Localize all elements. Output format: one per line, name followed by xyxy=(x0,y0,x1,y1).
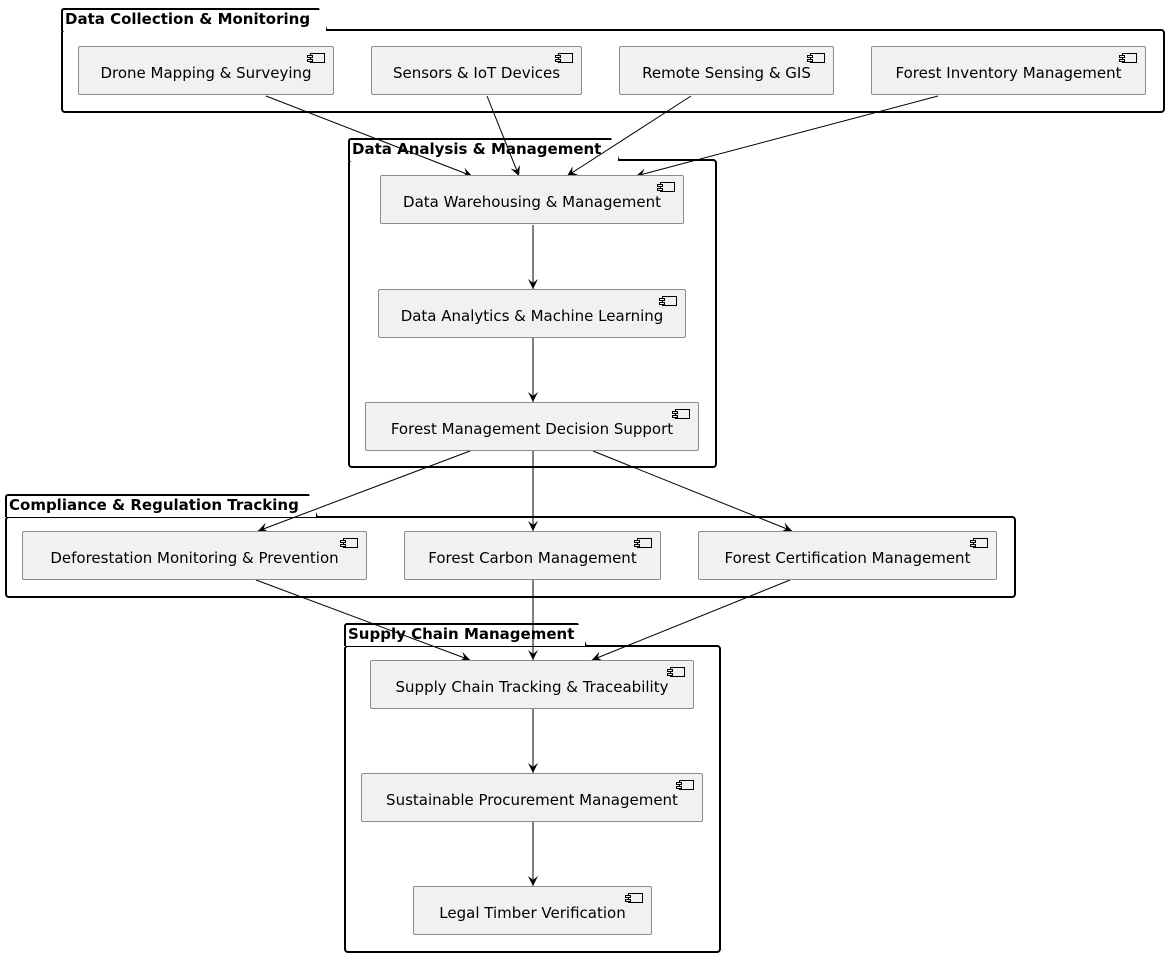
arrowhead-icon xyxy=(528,763,538,773)
arrowhead-icon xyxy=(592,651,604,661)
component-icon xyxy=(970,538,988,548)
component-forest-carbon-management[interactable]: Forest Carbon Management xyxy=(404,531,661,580)
arrowhead-icon xyxy=(510,164,520,176)
component-deforestation-monitoring-prevention[interactable]: Deforestation Monitoring & Prevention xyxy=(22,531,367,580)
arrowhead-icon xyxy=(460,167,472,177)
component-label: Forest Inventory Management xyxy=(895,64,1122,82)
component-legal-timber-verification[interactable]: Legal Timber Verification xyxy=(413,886,652,935)
component-label: Deforestation Monitoring & Prevention xyxy=(50,549,339,567)
component-drone-mapping-surveying[interactable]: Drone Mapping & Surveying xyxy=(78,46,334,95)
component-icon xyxy=(672,409,690,419)
component-icon xyxy=(307,53,325,63)
component-data-analytics-machine-learning[interactable]: Data Analytics & Machine Learning xyxy=(378,289,686,338)
component-icon xyxy=(340,538,358,548)
arrowhead-icon xyxy=(528,279,538,289)
component-label: Forest Management Decision Support xyxy=(390,420,674,438)
component-sustainable-procurement-management[interactable]: Sustainable Procurement Management xyxy=(361,773,703,822)
connector-decision-to-deforestation xyxy=(257,450,471,532)
connector-decision-to-certification xyxy=(592,450,793,532)
component-label: Sustainable Procurement Management xyxy=(386,791,678,809)
component-label: Drone Mapping & Surveying xyxy=(100,64,312,82)
component-label: Supply Chain Tracking & Traceability xyxy=(395,678,669,696)
connector-deforestation-to-tracking xyxy=(255,579,471,661)
arrowhead-icon xyxy=(567,166,579,176)
connector-certification-to-tracking xyxy=(591,579,791,661)
component-supply-chain-tracking-traceability[interactable]: Supply Chain Tracking & Traceability xyxy=(370,660,694,709)
connector-remote-to-warehousing xyxy=(566,95,692,177)
package-title: Supply Chain Management xyxy=(348,625,575,643)
component-icon xyxy=(625,893,643,903)
component-forest-inventory-management[interactable]: Forest Inventory Management xyxy=(871,46,1146,95)
component-label: Legal Timber Verification xyxy=(439,904,626,922)
connector-sensors-to-warehousing xyxy=(486,95,520,177)
component-label: Data Analytics & Machine Learning xyxy=(400,307,664,325)
component-label: Forest Certification Management xyxy=(724,549,971,567)
arrowhead-icon xyxy=(528,876,538,886)
arrowhead-icon xyxy=(528,521,538,531)
arrowhead-icon xyxy=(458,651,470,662)
component-label: Data Warehousing & Management xyxy=(403,193,661,211)
component-label: Forest Carbon Management xyxy=(428,549,637,567)
component-label: Remote Sensing & GIS xyxy=(642,64,811,82)
component-icon xyxy=(659,296,677,306)
connector-inventory-to-warehousing xyxy=(635,95,939,177)
component-remote-sensing-gis[interactable]: Remote Sensing & GIS xyxy=(619,46,834,95)
package-title: Data Collection & Monitoring xyxy=(65,10,311,28)
arrowhead-icon xyxy=(780,522,792,532)
component-data-warehousing-management[interactable]: Data Warehousing & Management xyxy=(380,175,684,224)
arrowhead-icon xyxy=(258,522,270,533)
component-forest-certification-management[interactable]: Forest Certification Management xyxy=(698,531,997,580)
connector-drone-to-warehousing xyxy=(265,95,473,177)
package-title: Compliance & Regulation Tracking xyxy=(9,496,299,514)
component-sensors-iot-devices[interactable]: Sensors & IoT Devices xyxy=(371,46,582,95)
component-forest-management-decision-support[interactable]: Forest Management Decision Support xyxy=(365,402,699,451)
component-icon xyxy=(1119,53,1137,63)
component-icon xyxy=(555,53,573,63)
component-icon xyxy=(657,182,675,192)
component-label: Sensors & IoT Devices xyxy=(392,64,561,82)
component-icon xyxy=(676,780,694,790)
component-icon xyxy=(807,53,825,63)
component-icon xyxy=(667,667,685,677)
arrowhead-icon xyxy=(528,650,538,660)
component-icon xyxy=(634,538,652,548)
arrowhead-icon xyxy=(528,392,538,402)
